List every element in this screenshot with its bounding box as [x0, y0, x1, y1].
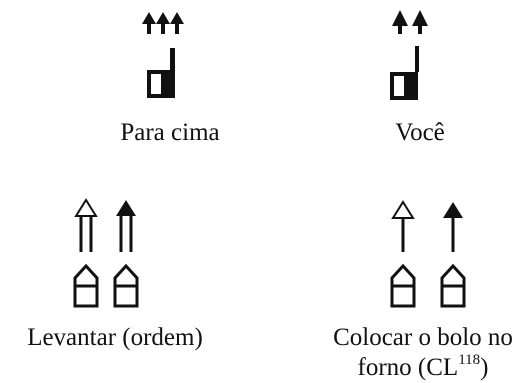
filled-double-stem-arrow-icon: [116, 200, 136, 252]
caption-line-2: forno (CL118): [357, 351, 489, 381]
sign-levantar-glyph: [73, 198, 139, 308]
filled-single-stem-arrow-icon: [443, 202, 463, 252]
caption-voce: Você: [395, 119, 445, 146]
sign-para-cima-glyph: [142, 12, 184, 98]
handshape-icon: [73, 263, 139, 308]
caption-line-1: Colocar o bolo no: [333, 324, 513, 351]
handshape-icon: [390, 46, 419, 100]
sign-colocar-bolo-glyph: [390, 200, 466, 308]
hollow-double-stem-arrow-icon: [74, 198, 98, 252]
double-arrow-heads-icon: [142, 12, 184, 34]
handshape-icon: [390, 263, 466, 308]
caption-colocar-bolo: Colocar o bolo no forno (CL118): [318, 323, 528, 383]
double-arrow-icon: [392, 10, 428, 34]
caption-para-cima: Para cima: [120, 119, 220, 146]
hollow-single-stem-arrow-icon: [391, 200, 415, 252]
handshape-icon: [147, 48, 175, 98]
caption-levantar: Levantar (ordem): [27, 324, 203, 351]
sign-voce-glyph: [390, 10, 428, 100]
